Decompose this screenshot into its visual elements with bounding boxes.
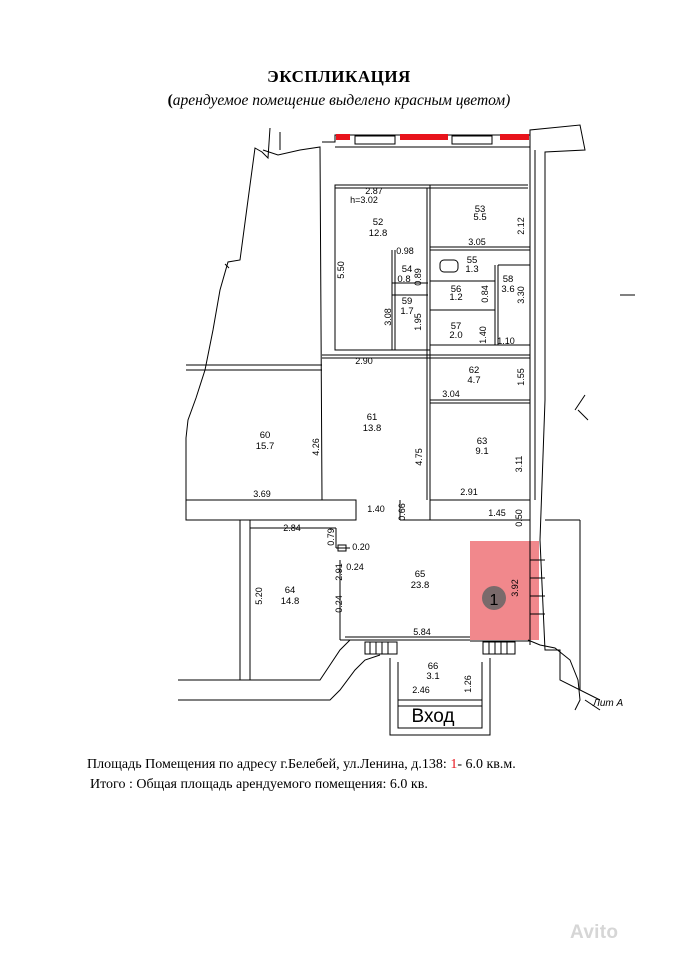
room-56-num: 56 <box>451 284 462 295</box>
footer-line-2: Итого : Общая площадь арендуемого помеще… <box>90 777 428 792</box>
room-63-num: 63 <box>477 436 488 447</box>
dim-3-11: 3.11 <box>514 456 524 473</box>
dim-0-24-b: 0.24 <box>334 595 344 613</box>
room-66-area: 3.1 <box>426 671 439 682</box>
footer-line-1-area: - 6.0 кв.м. <box>457 757 516 772</box>
dim-2-12: 2.12 <box>516 217 526 235</box>
room-65-num: 65 <box>415 569 426 580</box>
room-64-area: 14.8 <box>281 596 300 607</box>
footer-line-1-text: Площадь Помещения по адресу г.Белебей, у… <box>87 757 451 772</box>
rented-area-highlight <box>470 541 539 640</box>
dim-2-90: 2.90 <box>355 356 373 366</box>
dim-3-30: 3.30 <box>516 286 526 304</box>
dim-1-45: 1.45 <box>488 508 506 518</box>
window-mark-left <box>336 134 350 140</box>
footer-line-1-number: 1 <box>450 757 458 772</box>
dim-3-04: 3.04 <box>442 389 460 399</box>
room-61-num: 61 <box>367 412 378 423</box>
dim-5-50: 5.50 <box>336 261 346 279</box>
room-58-area: 3.6 <box>501 284 514 295</box>
dim-5-20: 5.20 <box>254 587 264 605</box>
dim-3-08: 3.08 <box>383 308 393 326</box>
room-57-area: 2.0 <box>449 330 462 341</box>
dim-0-79: 0.79 <box>326 528 336 546</box>
dim-0-66: 0.66 <box>397 503 407 521</box>
room-57-num: 57 <box>451 321 462 332</box>
dim-0-24-a: 0.24 <box>346 562 364 572</box>
dim-2-87: 2.87 <box>365 186 383 196</box>
dim-1-26: 1.26 <box>463 675 473 693</box>
dim-0-98: 0.98 <box>396 246 414 256</box>
lit-label: Лит А <box>592 698 624 709</box>
room-52-area: 12.8 <box>369 228 388 239</box>
room-66-num: 66 <box>428 661 439 672</box>
dim-3-05: 3.05 <box>468 237 486 247</box>
room-63-area: 9.1 <box>475 446 488 457</box>
page-title: ЭКСПЛИКАЦИЯ <box>267 67 411 86</box>
page-subtitle: (арендуемое помещение выделено красным ц… <box>0 92 678 110</box>
dim-0-50: 0.50 <box>514 509 524 527</box>
room-54-num: 54 <box>402 264 413 275</box>
dim-1-10: 1.10 <box>497 336 515 346</box>
avito-watermark: Avito <box>570 922 619 943</box>
room-65-area: 23.8 <box>411 580 430 591</box>
dim-2-84: 2.84 <box>283 523 301 533</box>
dim-1-55: 1.55 <box>516 368 526 386</box>
toilet-icon <box>439 259 459 273</box>
dim-1-40-a: 1.40 <box>478 326 488 344</box>
dim-2-91-b: 2.91 <box>334 563 344 581</box>
room-62-area: 4.7 <box>467 375 480 386</box>
footer-line-1: Площадь Помещения по адресу г.Белебей, у… <box>87 757 516 773</box>
subtitle-text: арендуемое помещение выделено красным цв… <box>172 92 511 109</box>
dim-3-69: 3.69 <box>253 489 271 499</box>
room-58-num: 58 <box>503 274 514 285</box>
room-56-area: 1.2 <box>449 292 462 303</box>
dim-1-95: 1.95 <box>413 313 423 331</box>
room-60-num: 60 <box>260 430 271 441</box>
dim-4-26: 4.26 <box>311 438 321 456</box>
entrance-label: Вход <box>412 706 455 727</box>
dim-1-40-b: 1.40 <box>367 504 385 514</box>
subtitle-paren: ( <box>167 92 173 109</box>
rented-area-marker <box>482 586 506 610</box>
dim-2-46: 2.46 <box>412 685 430 695</box>
room-64-num: 64 <box>285 585 296 596</box>
window-mark-mid <box>400 134 448 140</box>
room-55-area: 1.3 <box>465 264 478 275</box>
room-52-num: 52 <box>373 217 384 228</box>
room-55-num: 55 <box>467 255 478 266</box>
dim-0-20: 0.20 <box>352 542 370 552</box>
room-59-num: 59 <box>402 296 413 307</box>
dim-2-91-a: 2.91 <box>460 487 478 497</box>
dim-0-89: 0.89 <box>413 268 423 286</box>
dim-h-3-02: h=3.02 <box>350 195 378 205</box>
room-53-area: 5.5 <box>473 212 486 223</box>
room-61-area: 13.8 <box>363 423 382 434</box>
room-54-area: 0.8 <box>397 274 410 285</box>
dim-0-84: 0.84 <box>480 285 490 303</box>
window-mark-right <box>500 134 529 140</box>
room-53-num: 53 <box>475 204 486 215</box>
room-59-area: 1.7 <box>400 306 413 317</box>
dim-5-84: 5.84 <box>413 627 431 637</box>
dim-4-75: 4.75 <box>414 448 424 466</box>
dim-3-92: 3.92 <box>510 579 520 597</box>
room-60-area: 15.7 <box>256 441 275 452</box>
rented-area-number: 1 <box>490 592 499 609</box>
room-62-num: 62 <box>469 365 480 376</box>
